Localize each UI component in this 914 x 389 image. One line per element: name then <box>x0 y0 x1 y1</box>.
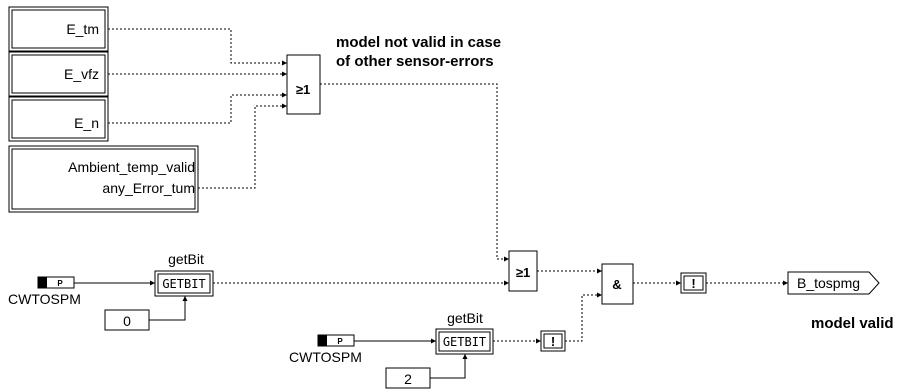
getbit-lower-title: getBit <box>447 310 483 326</box>
wire-not2-and <box>565 294 602 342</box>
getbit-upper-block-label: GETBIT <box>162 277 205 291</box>
arrowheads <box>150 60 788 359</box>
and-gate-label: & <box>612 277 621 292</box>
wire-const0-getbit1 <box>149 296 186 321</box>
param-upper-label: CWTOSPM <box>8 291 81 307</box>
input-e-vfz: E_vfz <box>8 51 109 97</box>
output-name: B_tospmg <box>797 275 860 291</box>
const-bit-2-label: 2 <box>404 371 412 387</box>
const-bit-0: 0 <box>104 309 150 331</box>
wire-const2-getbit2 <box>430 354 466 379</box>
input-ambient: Ambient_temp_valid any_Error_tum <box>8 145 199 213</box>
wire-ambient <box>198 105 287 189</box>
getbit-lower-block-label: GETBIT <box>443 335 486 349</box>
wire-en <box>108 94 287 124</box>
or-gate-2-label: ≥1 <box>516 265 530 280</box>
const-bit-2: 2 <box>385 367 431 389</box>
param-upper-badge: P <box>57 279 63 288</box>
input-e-vfz-label: E_vfz <box>64 66 99 82</box>
not-gate-lower: ! <box>540 330 566 352</box>
param-cwtospm-upper: P CWTOSPM <box>8 276 81 307</box>
annotation-line2: of other sensor-errors <box>336 53 494 70</box>
input-e-tm-label: E_tm <box>66 21 99 37</box>
or-gate-2: ≥1 <box>508 250 538 292</box>
output-b-tospmg: B_tospmg <box>787 271 880 295</box>
ambient-label-line1: Ambient_temp_valid <box>68 159 195 175</box>
or-gate-1: ≥1 <box>286 54 321 115</box>
input-e-n-label: E_n <box>74 115 99 131</box>
or-gate-1-label: ≥1 <box>296 82 310 97</box>
getbit-lower: getBit GETBIT <box>435 310 494 355</box>
input-e-n: E_n <box>8 96 109 142</box>
param-lower-label: CWTOSPM <box>289 349 362 365</box>
input-e-tm: E_tm <box>8 6 109 52</box>
and-gate: & <box>601 263 634 305</box>
param-lower-badge: P <box>337 337 343 346</box>
annotation-line1: model not valid in case <box>336 34 501 51</box>
output-caption: model valid <box>811 315 894 332</box>
ambient-label-line2: any_Error_tum <box>102 180 195 196</box>
wire-etm <box>108 28 287 64</box>
getbit-upper: getBit GETBIT <box>154 251 214 297</box>
getbit-upper-title: getBit <box>168 251 204 267</box>
wire-or1-or2 <box>320 83 509 260</box>
const-bit-0-label: 0 <box>123 313 131 329</box>
not-gate-lower-label: ! <box>551 334 555 349</box>
not-gate-upper: ! <box>680 272 707 294</box>
not-gate-upper-label: ! <box>691 276 695 291</box>
param-cwtospm-lower: P CWTOSPM <box>289 334 362 365</box>
